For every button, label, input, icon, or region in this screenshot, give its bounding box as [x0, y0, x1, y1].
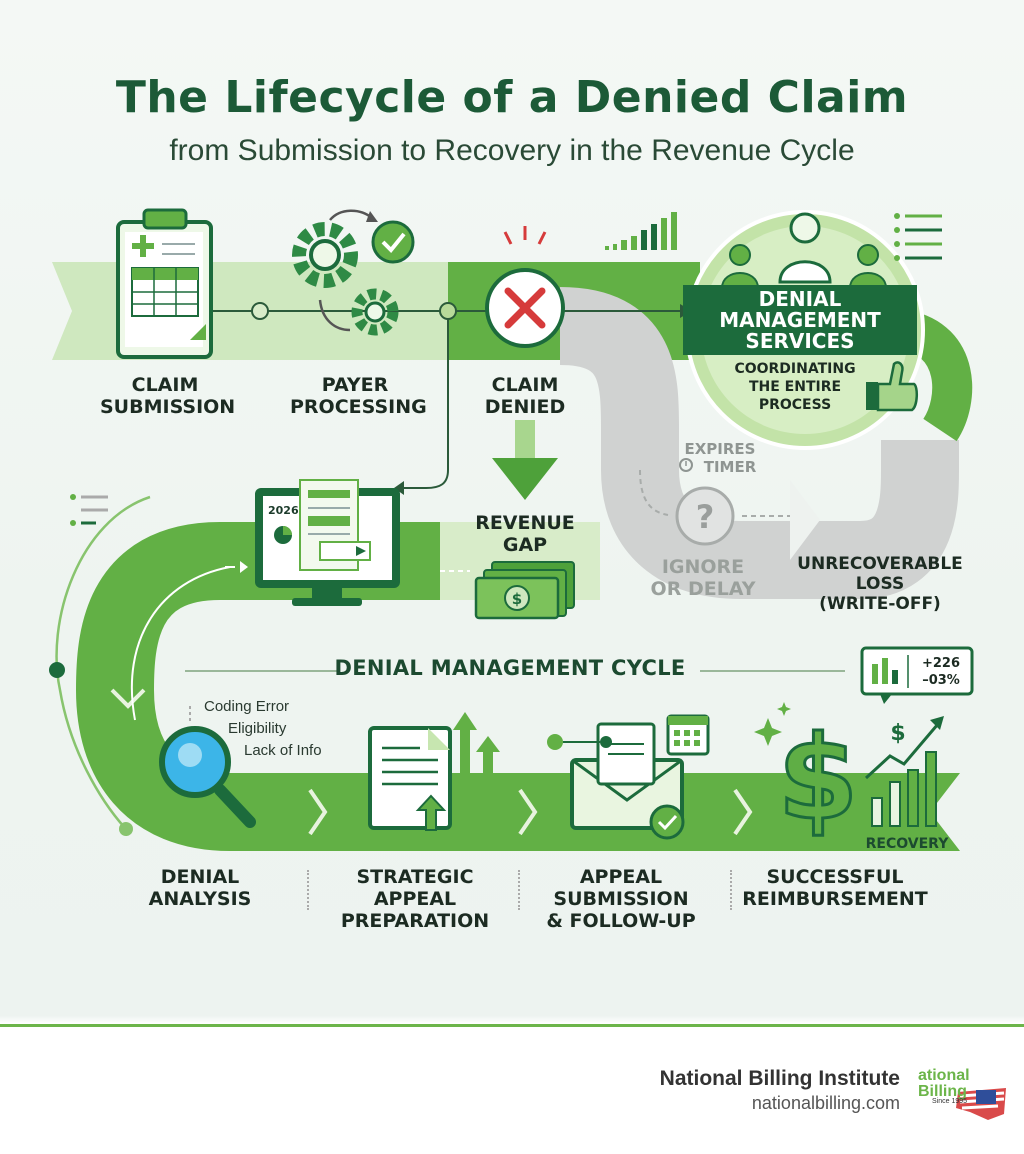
separator-1 [307, 870, 309, 910]
timer-label: TIMER [703, 458, 757, 476]
svg-text:$: $ [512, 590, 522, 608]
monitor-icon: 2026 [255, 479, 400, 606]
cycle-step-reimbursement: SUCCESSFUL REIMBURSEMENT [742, 866, 928, 910]
stat-down: –03% [922, 673, 960, 688]
separator-3 [730, 870, 732, 910]
gray-delay-path [558, 287, 959, 599]
step-claim-submission: CLAIM SUBMISSION [100, 374, 236, 418]
expires-label: EXPIRES [684, 440, 756, 458]
clipboard-icon [116, 208, 213, 359]
svg-text:$: $ [890, 721, 905, 746]
list-lines-icon-top [894, 213, 942, 261]
gray-arrow-head [790, 480, 820, 560]
check-circle-icon [371, 220, 415, 264]
monitor-year: 2026 [268, 504, 299, 517]
list-lines-icon-left [70, 494, 108, 526]
separator-2 [518, 870, 520, 910]
cycle-u-band [75, 522, 920, 851]
cycle-title: DENIAL MANAGEMENT CYCLE [334, 656, 686, 680]
money-stack-icon: $ [474, 561, 575, 620]
document-icon [368, 712, 500, 831]
mini-bars-icon [605, 212, 677, 250]
step-ignore-delay: IGNORE OR DELAY [650, 556, 756, 600]
footer-divider [0, 1024, 1024, 1027]
clock-icon [679, 458, 693, 472]
question-icon: ? [675, 486, 735, 546]
envelope-icon [547, 714, 710, 840]
brand-logo: ational Billing Since 1995 [918, 1062, 1008, 1126]
reason-eligibility: Eligibility [228, 720, 287, 737]
left-arc [55, 495, 151, 829]
denied-x-icon [485, 226, 565, 348]
gears-icon [292, 209, 399, 336]
denial-services-title-line2: MANAGEMENT [719, 308, 881, 332]
step-revenue-gap: REVENUE GAP [475, 512, 575, 556]
step-unrecoverable-loss: UNRECOVERABLE LOSS (WRITE-OFF) [797, 554, 963, 614]
denial-services-desc: COORDINATING THE ENTIRE PROCESS [734, 361, 856, 413]
brand-url[interactable]: nationalbilling.com [751, 1093, 900, 1113]
brand-name: National Billing Institute [659, 1067, 900, 1090]
svg-text:?: ? [696, 498, 715, 536]
cycle-step-denial-analysis: DENIAL ANALYSIS [148, 866, 252, 910]
step-payer-processing: PAYER PROCESSING [290, 374, 427, 418]
page-subtitle: from Submission to Recovery in the Reven… [169, 134, 855, 167]
brand-logo-since: Since 1995 [932, 1098, 968, 1105]
down-arrow-icon [492, 420, 558, 500]
denial-services-title-line3: SERVICES [745, 329, 855, 353]
dollar-growth-icon: $ $ [754, 702, 944, 848]
lifecycle-diagram: ? 2026 $ [49, 208, 974, 851]
stats-values: +226 –03% [912, 655, 970, 689]
page-title: The Lifecycle of a Denied Claim [115, 72, 909, 123]
cycle-step-appeal-submission: APPEAL SUBMISSION & FOLLOW-UP [546, 866, 696, 932]
stats-box [860, 646, 974, 704]
denial-services-emblem [683, 210, 925, 450]
footer-brand: National Billing Institute nationalbilli… [660, 1067, 900, 1114]
svg-text:$: $ [778, 711, 859, 846]
denial-services-title: DENIAL MANAGEMENT SERVICES [683, 289, 917, 352]
cycle-step-appeal-preparation: STRATEGIC APPEAL PREPARATION [340, 866, 490, 932]
step-claim-denied: CLAIM DENIED [484, 374, 566, 418]
reason-coding-error: Coding Error [204, 698, 290, 715]
recovery-label: RECOVERY [865, 836, 949, 852]
magnifier-icon [159, 726, 256, 828]
brand-logo-text: ational Billing [918, 1067, 970, 1100]
reason-lack-of-info: Lack of Info [244, 742, 322, 759]
denial-services-title-line1: DENIAL [758, 287, 842, 311]
stat-up: +226 [921, 656, 961, 671]
